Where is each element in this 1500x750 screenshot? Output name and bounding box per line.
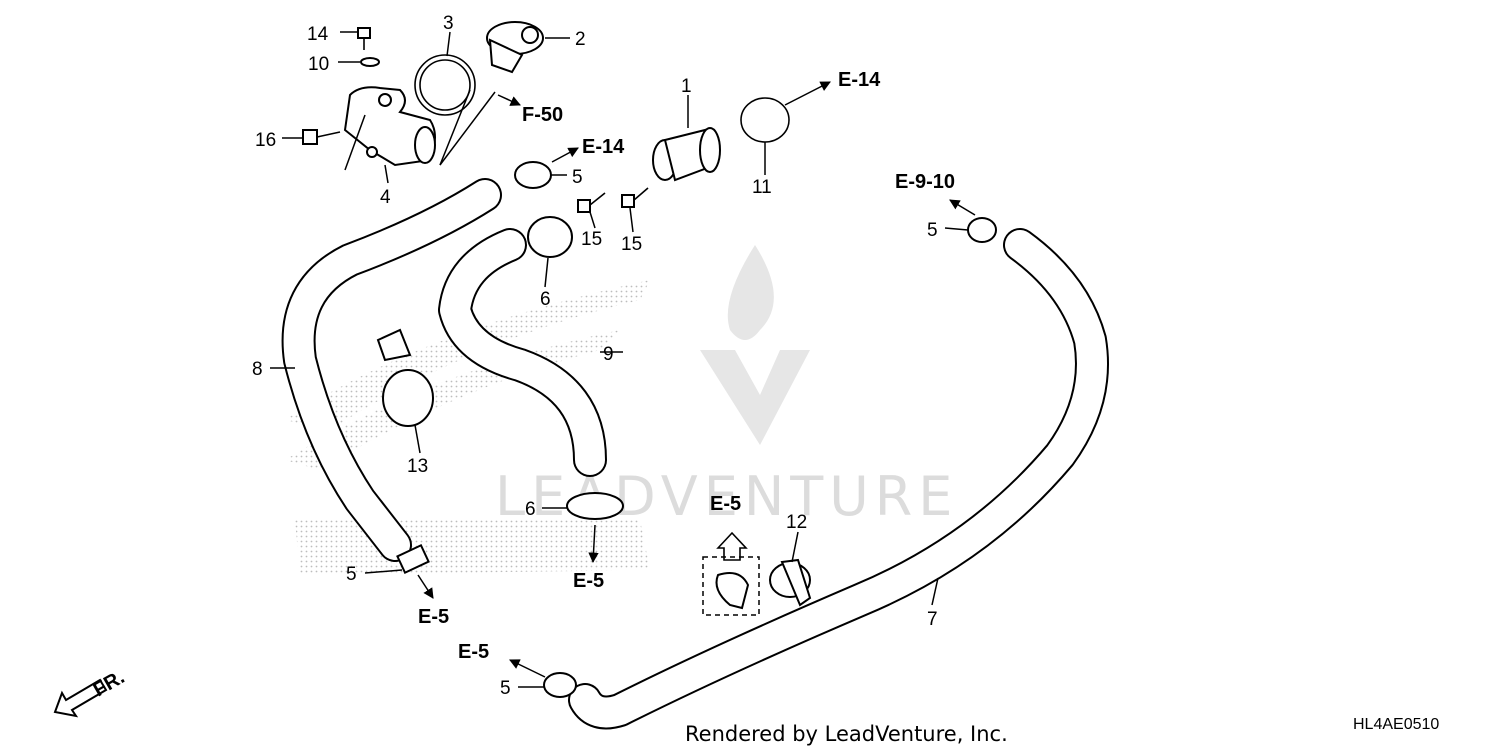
label-part-5-right: 5	[927, 220, 938, 241]
label-part-5-left: 5	[346, 564, 357, 585]
bolt-14	[357, 27, 371, 50]
label-part-1: 1	[681, 76, 692, 97]
label-part-14: 14	[307, 24, 329, 45]
label-part-5-bottom: 5	[500, 678, 511, 699]
leader-lines	[270, 31, 976, 688]
gasket-3	[414, 54, 476, 116]
label-part-2: 2	[575, 29, 586, 50]
label-part-4: 4	[380, 187, 391, 208]
ref-e5-center: E-5	[573, 570, 604, 592]
label-part-11: 11	[752, 177, 772, 198]
hose-8	[281, 178, 502, 562]
e5-bracket-group	[702, 531, 760, 616]
label-part-10: 10	[308, 54, 329, 75]
clamp-5-right	[967, 217, 997, 243]
flame-logo-watermark	[700, 245, 810, 445]
front-arrow-icon	[53, 678, 108, 718]
clamp-5-bottom	[543, 672, 577, 698]
ref-e9-10: E-9-10	[895, 171, 955, 193]
label-part-9: 9	[603, 344, 614, 365]
up-arrow-icon	[716, 531, 748, 561]
label-part-6-bottom: 6	[525, 499, 536, 520]
ref-e14-mid: E-14	[582, 136, 625, 158]
ref-e14-top: E-14	[838, 69, 881, 91]
bolt-15a	[577, 192, 606, 213]
ref-e5-bracket: E-5	[710, 493, 741, 515]
ref-e5-bottom: E-5	[458, 641, 489, 663]
label-part-5-top: 5	[572, 167, 583, 188]
label-part-8: 8	[252, 359, 263, 380]
clamp-6-top	[527, 216, 573, 258]
ref-f50: F-50	[522, 104, 563, 126]
clamp-13-tab	[376, 328, 412, 362]
hose-7	[568, 228, 1109, 730]
hose-9	[438, 228, 607, 477]
label-part-3: 3	[443, 13, 454, 34]
o-ring-11	[740, 97, 790, 143]
thermostat-housing	[343, 86, 436, 167]
water-joint-1	[652, 127, 721, 182]
label-part-15b: 15	[621, 234, 642, 255]
clip-12	[769, 558, 812, 607]
label-part-13: 13	[407, 456, 428, 477]
clamp-13	[382, 369, 434, 427]
clamp-5-top	[514, 161, 552, 189]
ref-e5-left: E-5	[418, 606, 449, 628]
bolt-15b	[621, 187, 649, 208]
thermostat-2	[486, 21, 544, 74]
label-part-6-top: 6	[540, 289, 551, 310]
bolt-16	[302, 129, 341, 145]
clamp-5-left	[396, 544, 430, 574]
washer-10	[360, 57, 380, 67]
render-credit: Rendered by LeadVenture, Inc.	[685, 722, 1008, 746]
label-part-12: 12	[786, 512, 807, 533]
leadventure-watermark: LEADVENTURE	[495, 465, 958, 528]
clamp-6-bottom	[566, 492, 624, 520]
label-part-15a: 15	[581, 229, 602, 250]
label-part-16: 16	[255, 130, 276, 151]
diagram-code: HL4AE0510	[1353, 716, 1439, 733]
label-part-7: 7	[927, 609, 938, 630]
